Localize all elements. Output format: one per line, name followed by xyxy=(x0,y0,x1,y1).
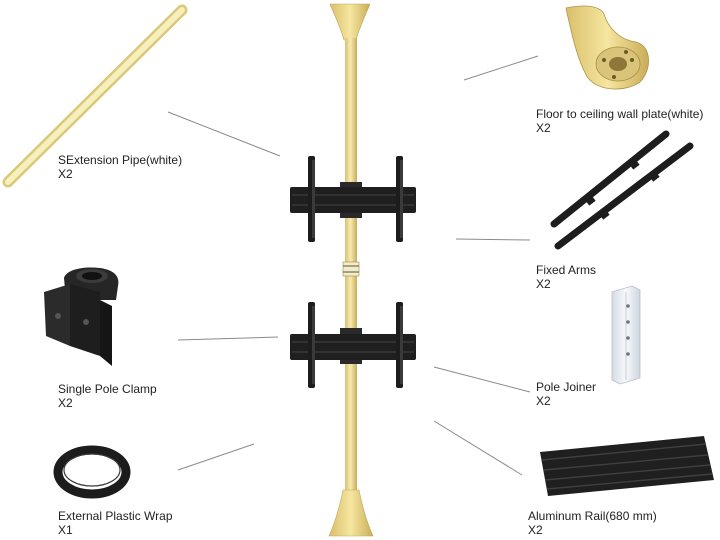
leader-pole-joiner xyxy=(433,366,531,393)
extension-pipe-image xyxy=(2,4,188,188)
part-quantity: X2 xyxy=(536,277,551,291)
part-name: Floor to ceiling wall plate(white) xyxy=(536,107,704,121)
label-plastic-wrap: External Plastic Wrap X1 xyxy=(58,509,173,537)
part-quantity: X2 xyxy=(536,394,551,408)
part-name: Single Pole Clamp xyxy=(58,382,157,396)
part-quantity: X2 xyxy=(528,523,543,537)
fixed-arms-image xyxy=(550,130,694,250)
label-single-pole-clamp: Single Pole Clamp X2 xyxy=(58,382,157,410)
part-quantity: X2 xyxy=(58,396,73,410)
pole-joiner-mark xyxy=(342,261,360,277)
label-wall-plate: Floor to ceiling wall plate(white) X2 xyxy=(536,107,703,135)
part-quantity: X2 xyxy=(58,167,73,181)
part-quantity: X1 xyxy=(58,523,73,537)
leader-single-pole-clamp xyxy=(177,336,279,341)
top-wall-plate xyxy=(329,3,371,41)
label-pole-joiner: Pole Joiner X2 xyxy=(536,380,596,408)
leader-wall-plate xyxy=(463,55,539,81)
plastic-wrap-image xyxy=(53,445,131,499)
lower-tv-mount xyxy=(290,302,416,388)
leader-aluminum-rail xyxy=(433,420,523,476)
wall-plate-image xyxy=(565,5,649,90)
upper-tv-mount xyxy=(290,156,416,242)
part-name: Pole Joiner xyxy=(536,380,597,394)
single-pole-clamp-image xyxy=(44,267,119,366)
part-name: SExtension Pipe(white) xyxy=(58,153,183,167)
label-extension-pipe: SExtension Pipe(white) X2 xyxy=(58,153,182,181)
part-name: External Plastic Wrap xyxy=(58,509,173,523)
pole-joiner-image xyxy=(611,285,641,385)
label-fixed-arms: Fixed Arms X2 xyxy=(536,263,596,291)
leader-plastic-wrap xyxy=(177,443,255,471)
leader-extension-pipe xyxy=(167,111,281,157)
part-quantity: X2 xyxy=(536,121,551,135)
bottom-wall-plate xyxy=(328,489,374,537)
aluminum-rail-image xyxy=(540,436,714,496)
leader-lines xyxy=(167,55,539,476)
part-name: Aluminum Rail(680 mm) xyxy=(528,509,657,523)
part-name: Fixed Arms xyxy=(536,263,597,277)
label-aluminum-rail: Aluminum Rail(680 mm) X2 xyxy=(528,509,657,537)
leader-fixed-arms xyxy=(455,238,531,241)
assembled-pole xyxy=(328,3,374,537)
